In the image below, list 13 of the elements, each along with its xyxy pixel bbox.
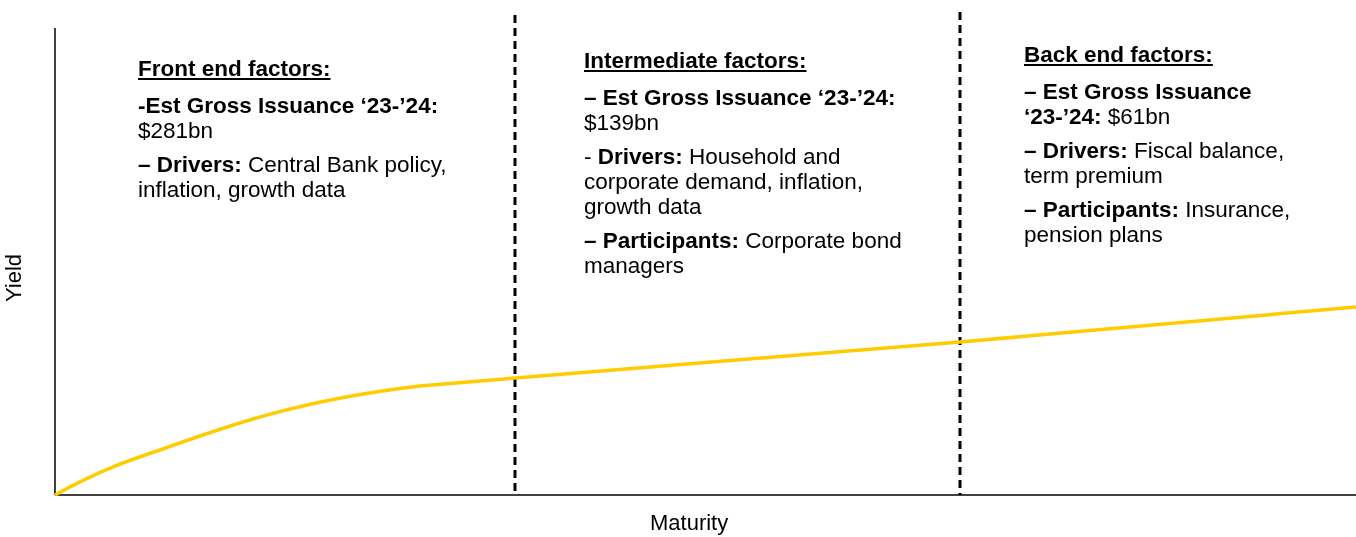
bullet-text: - Drivers: Household and corporate demand, inflation, growth data (584, 144, 864, 219)
bullet-text: – Participants: Corporate bond managers (584, 228, 903, 278)
section-heading: Back end factors: (1024, 42, 1214, 67)
bullet-text: -Est Gross Issuance ‘23-’24: $281bn (138, 93, 440, 143)
bullet-text: – Est Gross Issuance ‘23-’24: $61bn (1024, 79, 1253, 129)
axis-label: Maturity (650, 510, 729, 536)
section-heading: Intermediate factors: (584, 48, 808, 73)
bullet-text: – Participants: Insurance, pension plans (1024, 197, 1292, 247)
bullet-text: – Drivers: Fiscal balance, term premium (1024, 138, 1286, 188)
axis-label: Yield (1, 253, 28, 303)
section-heading: Front end factors: (138, 56, 332, 81)
bullet-text: – Drivers: Central Bank policy, inflation, growth data (138, 152, 448, 202)
bullet-text: – Est Gross Issuance ‘23-’24: $139bn (584, 85, 897, 135)
